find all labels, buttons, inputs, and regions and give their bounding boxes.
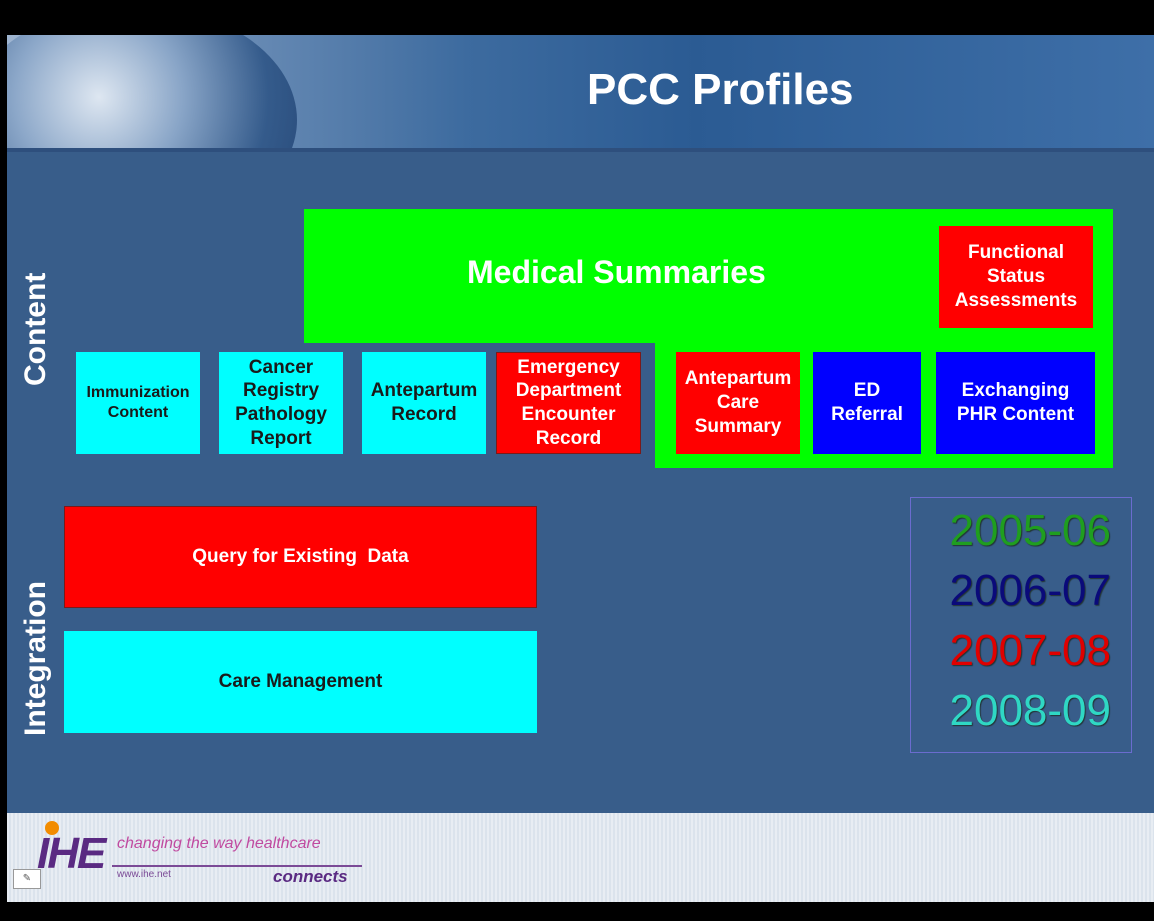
care-management-box[interactable]: Care Management xyxy=(64,631,537,733)
emergency-dept-box[interactable]: Emergency Department Encounter Record xyxy=(496,352,641,454)
cancer-registry-box[interactable]: Cancer Registry Pathology Report xyxy=(219,352,343,454)
exchanging-phr-box[interactable]: Exchanging PHR Content xyxy=(936,352,1095,454)
slide: PCC Profiles Content Integration Medical… xyxy=(7,35,1154,902)
slide-footer: IHE changing the way healthcare www.ihe.… xyxy=(7,813,1154,902)
ed-referral-box[interactable]: ED Referral xyxy=(813,352,921,454)
medical-summaries-label: Medical Summaries xyxy=(467,254,766,290)
slide-nav-icon[interactable]: ✎ xyxy=(13,869,41,889)
slide-title: PCC Profiles xyxy=(587,65,854,114)
header-divider xyxy=(7,148,1154,152)
tagline-text: changing the way healthcare xyxy=(117,835,321,852)
logo-dot xyxy=(45,821,59,835)
website-url: www.ihe.net xyxy=(117,869,171,880)
ihe-logo: IHE xyxy=(37,829,106,878)
globe-image xyxy=(7,35,297,152)
integration-side-label: Integration xyxy=(19,581,52,736)
content-side-label: Content xyxy=(19,272,52,386)
legend-item-2006-07: 2006-07 xyxy=(949,566,1111,615)
legend-item-2007-08: 2007-08 xyxy=(949,626,1111,675)
query-existing-data-box[interactable]: Query for Existing Data xyxy=(64,506,537,608)
immunization-box[interactable]: Immunization Content xyxy=(76,352,200,454)
antepartum-record-box[interactable]: Antepartum Record xyxy=(362,352,486,454)
slide-header: PCC Profiles xyxy=(7,35,1154,152)
antepartum-care-box[interactable]: Antepartum Care Summary xyxy=(676,352,800,454)
year-legend: 2005-06 2006-07 2007-08 2008-09 xyxy=(910,497,1132,753)
legend-item-2005-06: 2005-06 xyxy=(949,506,1111,555)
tagline-rule xyxy=(112,865,362,867)
tagline-connects: connects xyxy=(273,867,348,886)
legend-item-2008-09: 2008-09 xyxy=(949,686,1111,735)
functional-status-box[interactable]: Functional Status Assessments xyxy=(939,226,1093,328)
